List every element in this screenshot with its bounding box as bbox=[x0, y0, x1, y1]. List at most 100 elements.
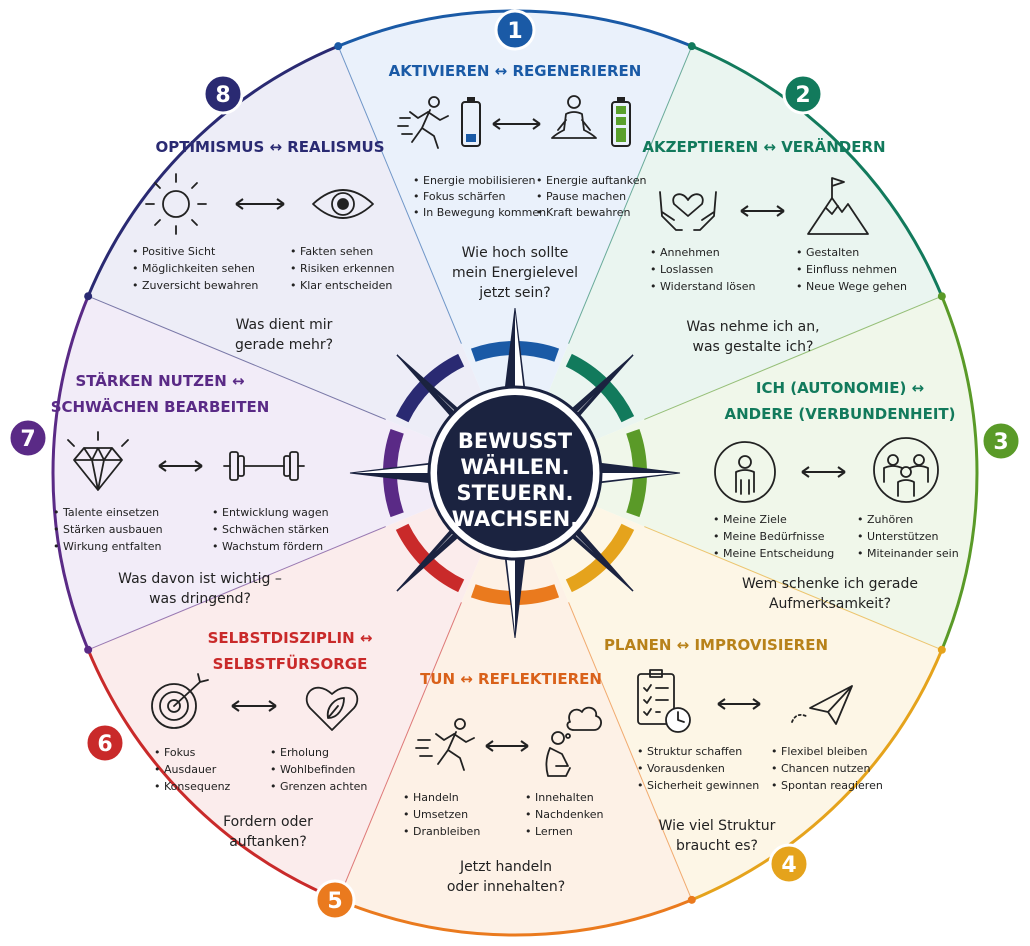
question-line: was gestalte ich? bbox=[693, 339, 814, 355]
segment-5-left-bullets: • Handeln • Umsetzen • Dranbleiben bbox=[403, 791, 480, 838]
segment-6-left-bullets: • Fokus • Ausdauer • Konsequenz bbox=[154, 746, 231, 793]
bullet-item: • Stärken ausbauen bbox=[53, 523, 163, 536]
bullet-item: • Wohlbefinden bbox=[270, 763, 355, 776]
center-line-1: BEWUSST bbox=[458, 429, 573, 453]
segment-6-title-line-2: SELBSTFÜRSORGE bbox=[213, 654, 368, 673]
rim-dot bbox=[687, 895, 696, 904]
segment-2-title: AKZEPTIEREN ↔ VERÄNDERN bbox=[642, 137, 885, 156]
segment-background bbox=[515, 296, 977, 650]
segment-5: 5 TUN ↔ REFLEKTIEREN • Handeln • Umsetze… bbox=[314, 670, 603, 921]
segment-1-left-bullets: • Energie mobilisieren • Fokus schärfen … bbox=[413, 174, 546, 219]
segment-1-right-bullets: • Energie auftanken • Pause machen • Kra… bbox=[536, 174, 646, 219]
divider-line bbox=[87, 295, 386, 420]
meditation-icon bbox=[551, 95, 597, 139]
bullet-item: • Energie auftanken bbox=[536, 174, 646, 187]
bullet-item: • Energie mobilisieren bbox=[413, 174, 536, 187]
bullet-item: • Grenzen achten bbox=[270, 780, 367, 793]
segment-3-question: Wem schenke ich gerade Aufmerksamkeit? bbox=[742, 576, 918, 612]
bullet-item: • Entwicklung wagen bbox=[212, 506, 329, 519]
segment-6-badge bbox=[84, 722, 126, 764]
person-icon bbox=[714, 441, 776, 503]
bullet-item: • Miteinander sein bbox=[857, 547, 959, 560]
segment-7-title-line-1: STÄRKEN NUTZEN ↔ bbox=[75, 371, 244, 390]
divider-line bbox=[568, 602, 693, 901]
question-line: was dringend? bbox=[149, 591, 251, 607]
segment-7: 7 STÄRKEN NUTZEN ↔ SCHWÄCHEN BEARBEITEN … bbox=[7, 371, 329, 607]
rim-dot bbox=[334, 42, 343, 51]
target-icon bbox=[151, 673, 209, 729]
segment-8-title: OPTIMISMUS ↔ REALISMUS bbox=[155, 138, 384, 156]
bullet-item: • Gestalten bbox=[796, 246, 859, 259]
arrow-icon bbox=[158, 460, 203, 472]
bullet-item: • Fakten sehen bbox=[290, 245, 373, 258]
heart-leaf-icon bbox=[305, 686, 359, 731]
arrow-icon bbox=[492, 118, 541, 130]
segment-6-right-bullets: • Erholung • Wohlbefinden • Grenzen acht… bbox=[270, 746, 367, 793]
rim-arc bbox=[86, 649, 339, 902]
sun-icon bbox=[145, 173, 207, 235]
bullet-item: • Wachstum fördern bbox=[212, 540, 323, 553]
center-line-2: WÄHLEN. bbox=[460, 454, 569, 479]
eye-icon bbox=[312, 189, 374, 219]
bullet-item: • Vorausdenken bbox=[637, 762, 725, 775]
segment-2-right-bullets: • Gestalten • Einfluss nehmen • Neue Weg… bbox=[796, 246, 907, 293]
segment-7-left-bullets: • Talente einsetzen • Stärken ausbauen •… bbox=[53, 506, 163, 553]
battery-low-icon bbox=[461, 97, 481, 147]
segment-7-title-line-2: SCHWÄCHEN BEARBEITEN bbox=[51, 397, 270, 416]
segment-3-number: 3 bbox=[993, 430, 1008, 455]
bullet-item: • Lernen bbox=[525, 825, 573, 838]
rim-dot bbox=[937, 292, 946, 301]
segment-3-left-bullets: • Meine Ziele • Meine Bedürfnisse • Mein… bbox=[713, 513, 834, 560]
segment-3-badge bbox=[980, 420, 1022, 462]
segment-5-number: 5 bbox=[327, 889, 342, 914]
segment-background bbox=[338, 473, 692, 935]
segment-1-badge bbox=[494, 9, 536, 51]
bullet-item: • Chancen nutzen bbox=[771, 762, 870, 775]
bullet-item: • Klar entscheiden bbox=[290, 279, 392, 292]
rim-arc bbox=[86, 44, 339, 297]
bullet-item: • Dranbleiben bbox=[403, 825, 480, 838]
arrow-icon bbox=[231, 700, 277, 712]
bullet-item: • Meine Ziele bbox=[713, 513, 787, 526]
bullet-item: • Umsetzen bbox=[403, 808, 468, 821]
bullet-item: • Sicherheit gewinnen bbox=[637, 779, 759, 792]
bullet-item: • Struktur schaffen bbox=[637, 745, 742, 758]
question-line: mein Energielevel bbox=[452, 265, 578, 281]
question-line: Was nehme ich an, bbox=[686, 319, 819, 335]
bullet-item: • Spontan reagieren bbox=[771, 779, 883, 792]
divider-line bbox=[337, 602, 462, 901]
question-line: Fordern oder bbox=[223, 814, 313, 830]
question-line: gerade mehr? bbox=[235, 337, 333, 353]
segment-1: 1 AKTIVIEREN ↔ REGENERIEREN bbox=[389, 9, 646, 301]
bullet-item: • Risiken erkennen bbox=[290, 262, 394, 275]
segment-6-question: Fordern oder auftanken? bbox=[223, 814, 313, 850]
segment-6-title-line-1: SELBSTDISZIPLIN ↔ bbox=[208, 629, 373, 647]
rim-dot bbox=[84, 292, 93, 301]
bullet-item: • Fokus bbox=[154, 746, 196, 759]
bullet-item: • Pause machen bbox=[536, 190, 626, 203]
segment-6: 6 SELBSTDISZIPLIN ↔ SELBSTFÜRSORGE • Fok… bbox=[84, 629, 373, 850]
segment-8-left-bullets: • Positive Sicht • Möglichkeiten sehen •… bbox=[132, 245, 258, 292]
question-line: jetzt sein? bbox=[478, 285, 550, 301]
question-line: Wie viel Struktur bbox=[659, 818, 776, 834]
segment-8-question: Was dient mir gerade mehr? bbox=[235, 317, 333, 353]
bullet-item: • Zuversicht bewahren bbox=[132, 279, 258, 292]
bullet-item: • Flexibel bleiben bbox=[771, 745, 867, 758]
divider-line bbox=[87, 526, 386, 651]
segment-7-right-bullets: • Entwicklung wagen • Schwächen stärken … bbox=[212, 506, 329, 553]
divider-line bbox=[568, 45, 693, 344]
segment-4-left-bullets: • Struktur schaffen • Vorausdenken • Sic… bbox=[637, 745, 759, 792]
question-line: Jetzt handeln bbox=[459, 859, 552, 875]
rim-dot bbox=[687, 42, 696, 51]
question-line: Was davon ist wichtig – bbox=[118, 571, 282, 587]
segment-5-badge bbox=[314, 879, 356, 921]
segment-3-right-bullets: • Zuhören • Unterstützen • Miteinander s… bbox=[857, 513, 959, 560]
bullet-item: • Meine Bedürfnisse bbox=[713, 530, 825, 543]
bullet-item: • Meine Entscheidung bbox=[713, 547, 834, 560]
question-line: Wie hoch sollte bbox=[462, 245, 569, 261]
segment-1-title: AKTIVIEREN ↔ REGENERIEREN bbox=[389, 62, 642, 80]
bullet-item: • Nachdenken bbox=[525, 808, 603, 821]
segment-7-badge bbox=[7, 417, 49, 459]
segment-2-left-bullets: • Annehmen • Loslassen • Widerstand löse… bbox=[650, 246, 755, 293]
